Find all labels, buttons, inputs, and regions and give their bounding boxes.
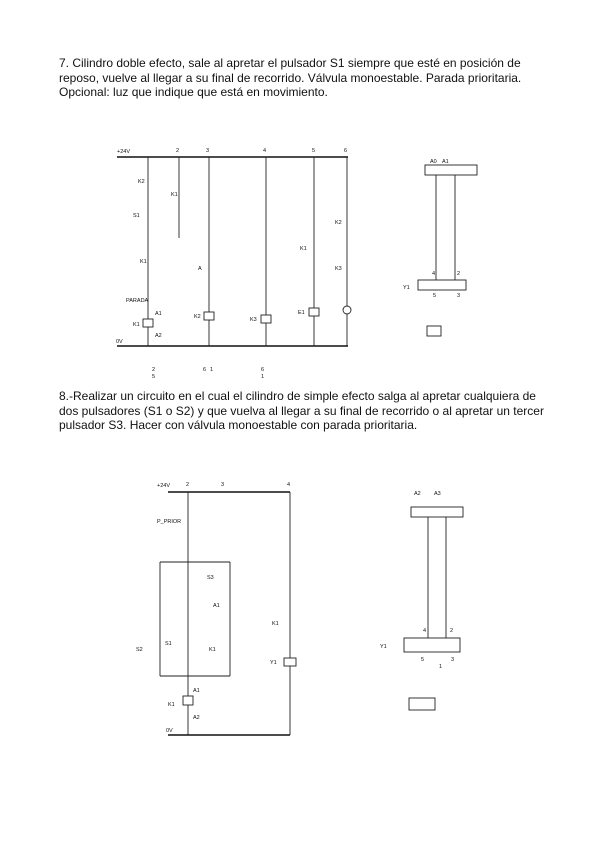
line-number: 5	[312, 148, 315, 154]
supply-label: +24V	[157, 483, 170, 489]
port-number: 2	[457, 271, 460, 277]
relay-coil-k3	[260, 314, 272, 324]
reference-number: 6	[261, 367, 264, 373]
supply-label: +24V	[117, 149, 130, 155]
port-number: 5	[421, 657, 424, 663]
coil-terminal: A1	[193, 688, 200, 694]
port-number: 4	[423, 628, 426, 634]
switch-label: S1	[133, 213, 140, 219]
switch-label: S1	[165, 641, 172, 647]
valve-solenoid-label: Y1	[380, 644, 387, 650]
solenoid-label: E1	[298, 310, 305, 316]
contact-label: A	[198, 266, 202, 272]
reference-number: 1	[261, 374, 264, 380]
directional-valve	[403, 637, 461, 653]
pilot-lamp	[342, 305, 352, 315]
relay-coil-k1	[142, 318, 154, 328]
switch-label: S3	[207, 575, 214, 581]
line-number: 4	[263, 148, 266, 154]
solenoid-e1	[308, 307, 320, 317]
coil-terminal: A1	[155, 311, 162, 317]
relay-coil-k2	[203, 311, 215, 321]
line-number: 2	[186, 482, 189, 488]
stop-button-label: PARADA	[126, 298, 149, 304]
air-supply-unit	[408, 697, 436, 711]
relay-coil-k1	[182, 695, 194, 706]
single-acting-cylinder	[410, 506, 464, 518]
contact-label: K1	[300, 246, 307, 252]
exercise-8-statement: 8.-Realizar un circuito en el cual el ci…	[59, 389, 544, 432]
port-number: 3	[457, 293, 460, 299]
switch-label: S2	[136, 647, 143, 653]
contact-label: K1	[272, 621, 279, 627]
sensor-label: A3	[434, 491, 441, 497]
valve-solenoid-label: Y1	[403, 285, 410, 291]
ground-label: 0V	[116, 339, 123, 345]
sensor-label: A0	[430, 159, 437, 165]
contact-label: K3	[335, 266, 342, 272]
line-number: 3	[221, 482, 224, 488]
port-number: 1	[439, 664, 442, 670]
contact-label: K1	[171, 192, 178, 198]
directional-valve	[417, 279, 467, 291]
reference-number: 2	[152, 367, 155, 373]
line-number: 4	[287, 482, 290, 488]
contact-label: K2	[138, 179, 145, 185]
double-acting-cylinder	[424, 164, 478, 176]
valve-solenoid-y1	[283, 657, 297, 667]
reference-number: 1	[210, 367, 213, 373]
sensor-label: A1	[213, 603, 220, 609]
exercise-7-statement: 7. Cilindro doble efecto, sale al apreta…	[59, 56, 522, 99]
port-number: 3	[451, 657, 454, 663]
contact-label: K2	[335, 220, 342, 226]
line-number: 3	[206, 148, 209, 154]
sensor-label: A1	[442, 159, 449, 165]
port-number: 2	[450, 628, 453, 634]
line-number: 6	[344, 148, 347, 154]
sensor-label: A2	[414, 491, 421, 497]
air-supply-unit	[426, 325, 442, 337]
coil-terminal: A2	[155, 333, 162, 339]
solenoid-label: Y1	[270, 660, 277, 666]
reference-number: 5	[152, 374, 155, 380]
ground-label: 0V	[166, 728, 173, 734]
coil-terminal: A2	[193, 715, 200, 721]
coil-label: K2	[194, 314, 201, 320]
port-number: 4	[432, 271, 435, 277]
coil-label: K1	[133, 322, 140, 328]
coil-label: K1	[168, 702, 175, 708]
contact-label: K1	[209, 647, 216, 653]
reference-number: 6	[203, 367, 206, 373]
contact-label: K1	[140, 259, 147, 265]
coil-label: K3	[250, 317, 257, 323]
stop-button-label: P_PRIOR	[157, 519, 181, 525]
port-number: 5	[433, 293, 436, 299]
line-number: 2	[176, 148, 179, 154]
